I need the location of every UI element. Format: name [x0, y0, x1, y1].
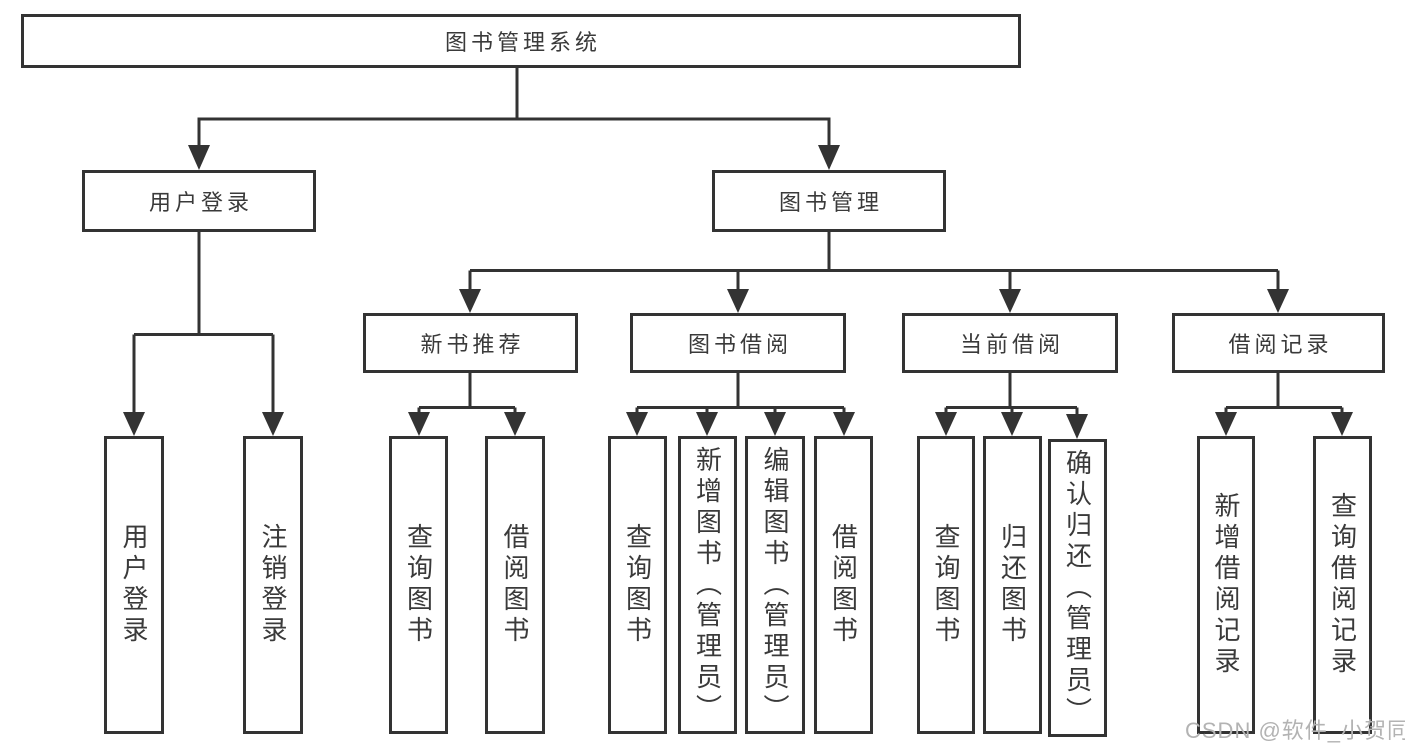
node-label: 查询图书 — [403, 523, 434, 647]
leaf-edit-books-admin: 编辑图书（管理员） — [745, 436, 805, 734]
node-label: 用户登录 — [119, 523, 149, 647]
node-label: 确认归还（管理员） — [1062, 448, 1093, 728]
leaf-query-books-current: 查询图书 — [917, 436, 975, 734]
node-label: 借阅图书 — [500, 523, 530, 647]
node-label: 归还图书 — [997, 523, 1028, 647]
leaf-query-books-recommend: 查询图书 — [389, 436, 448, 734]
node-label: 图书借阅 — [687, 332, 792, 357]
node-label: 编辑图书（管理员） — [760, 445, 790, 725]
node-label: 新增借阅记录 — [1211, 492, 1241, 678]
node-label: 注销登录 — [258, 523, 288, 647]
csdn-watermark: CSDN @软件_小贺同学 — [1185, 718, 1405, 743]
leaf-user-login: 用户登录 — [104, 436, 164, 734]
node-label: 图书管理 — [778, 190, 883, 215]
leaf-query-borrow-record: 查询借阅记录 — [1313, 436, 1372, 734]
node-user-login: 用户登录 — [82, 170, 316, 232]
leaf-add-borrow-record: 新增借阅记录 — [1197, 436, 1255, 734]
node-label: 用户登录 — [148, 190, 253, 215]
node-current-borrowing: 当前借阅 — [902, 313, 1118, 373]
leaf-return-books: 归还图书 — [983, 436, 1042, 734]
leaf-borrow-books-recommend: 借阅图书 — [485, 436, 545, 734]
leaf-logout: 注销登录 — [243, 436, 303, 734]
node-label: 查询图书 — [622, 523, 653, 647]
node-label: 查询图书 — [931, 523, 961, 647]
leaf-borrow-books-borrowing: 借阅图书 — [814, 436, 873, 734]
node-book-management: 图书管理 — [712, 170, 946, 232]
node-label: 图书管理系统 — [444, 30, 601, 55]
node-label: 新书推荐 — [420, 332, 525, 357]
leaf-confirm-return-admin: 确认归还（管理员） — [1048, 439, 1107, 737]
node-book-borrowing: 图书借阅 — [630, 313, 846, 373]
node-label: 当前借阅 — [959, 332, 1064, 357]
node-label: 借阅记录 — [1228, 332, 1333, 357]
leaf-add-books-admin: 新增图书（管理员） — [678, 436, 737, 734]
node-label: 新增图书（管理员） — [692, 445, 723, 725]
node-label: 查询借阅记录 — [1327, 492, 1358, 678]
node-new-book-recommendation: 新书推荐 — [363, 313, 578, 373]
node-label: 借阅图书 — [828, 523, 859, 647]
node-borrowing-records: 借阅记录 — [1172, 313, 1385, 373]
leaf-query-books-borrowing: 查询图书 — [608, 436, 667, 734]
node-library-system: 图书管理系统 — [21, 14, 1021, 68]
